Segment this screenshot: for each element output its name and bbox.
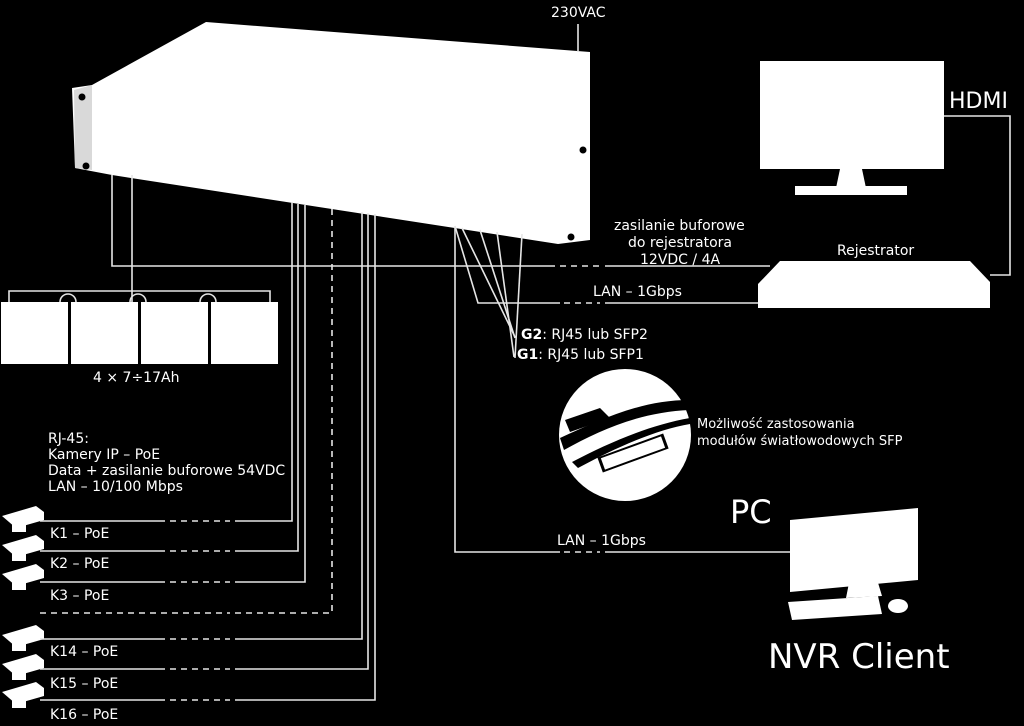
buffer-power-label-1: zasilanie buforowe bbox=[614, 218, 745, 234]
camera-icon bbox=[2, 564, 44, 590]
power-in-label: 230VAC bbox=[551, 5, 606, 21]
camera-icon bbox=[2, 654, 44, 680]
camera-label: K2 – PoE bbox=[50, 556, 109, 572]
camera-label: K15 – PoE bbox=[50, 676, 118, 692]
nvr-client-label: NVR Client bbox=[768, 637, 950, 677]
rj45-label-4: LAN – 10/100 Mbps bbox=[48, 479, 183, 495]
camera-icon bbox=[2, 625, 44, 651]
lan-pc-label: LAN – 1Gbps bbox=[557, 533, 646, 549]
g1-label: G1: RJ45 lub SFP1 bbox=[517, 347, 644, 363]
g2-label: G2: RJ45 lub SFP2 bbox=[521, 327, 648, 343]
camera-icon bbox=[2, 506, 44, 532]
rj45-label-3: Data + zasilanie buforowe 54VDC bbox=[48, 463, 285, 479]
recorder-icon bbox=[758, 261, 990, 308]
sfp-label-2: modułów światłowodowych SFP bbox=[697, 434, 903, 449]
camera-label: K1 – PoE bbox=[50, 526, 109, 542]
rack-switch-icon bbox=[72, 22, 590, 244]
battery-icon bbox=[1, 293, 278, 364]
pc-label: PC bbox=[730, 493, 772, 531]
rj45-label-2: Kamery IP – PoE bbox=[48, 447, 160, 463]
sfp-module-icon bbox=[559, 369, 691, 501]
cameras bbox=[2, 506, 44, 708]
pc-icon bbox=[788, 508, 918, 620]
camera-label: K16 – PoE bbox=[50, 707, 118, 723]
sfp-label-1: Możliwość zastosowania bbox=[697, 417, 855, 432]
lan-recorder-label: LAN – 1Gbps bbox=[593, 284, 682, 300]
camera-label: K3 – PoE bbox=[50, 588, 109, 604]
camera-label: K14 – PoE bbox=[50, 644, 118, 660]
monitor-icon bbox=[760, 61, 944, 195]
batteries-label: 4 × 7÷17Ah bbox=[93, 370, 179, 386]
rj45-label-1: RJ-45: bbox=[48, 431, 89, 447]
recorder-label: Rejestrator bbox=[837, 243, 914, 259]
buffer-power-label-2: do rejestratora bbox=[628, 235, 732, 251]
camera-icon bbox=[2, 682, 44, 708]
hdmi-label: HDMI bbox=[949, 89, 1008, 114]
buffer-power-label-3: 12VDC / 4A bbox=[640, 252, 720, 268]
camera-icon bbox=[2, 535, 44, 561]
